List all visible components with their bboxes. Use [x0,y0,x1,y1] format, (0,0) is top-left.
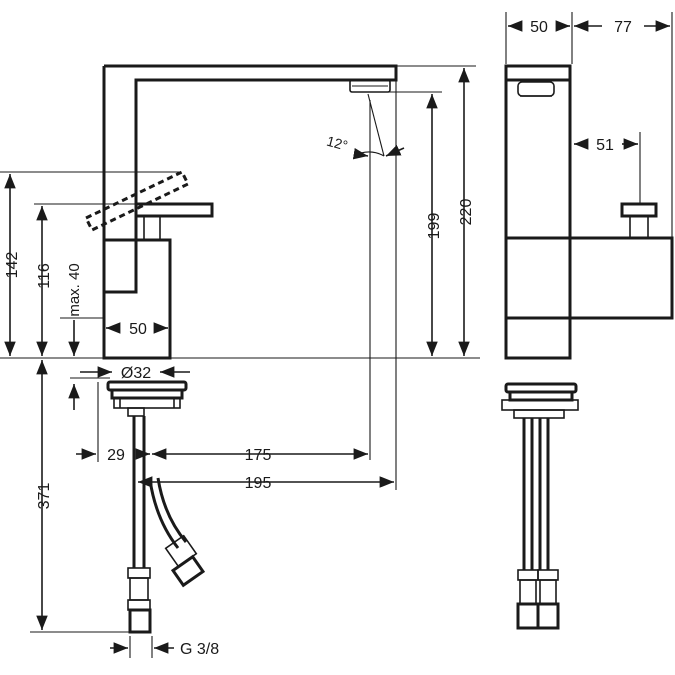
hose-straight [127,416,152,634]
label-body-depth: 50 [530,19,548,36]
label-spout-height: 199 [426,213,443,240]
label-lever-offset: 51 [596,137,614,154]
side-spout [504,64,572,360]
side-hoses [516,418,560,630]
spout [102,64,398,358]
label-hose-length: 371 [36,483,53,510]
label-lever-depth: 77 [614,19,632,36]
label-total-height: 220 [458,199,475,226]
side-view: 50 77 51 [501,12,674,630]
label-spout-reach-inner: 175 [245,447,272,464]
label-spout-angle: 12° [325,133,350,154]
label-shank-diameter: Ø32 [121,365,151,382]
label-spout-reach-total: 195 [245,475,272,492]
body [102,238,172,360]
base-plate [106,380,188,417]
label-connection-thread: G 3/8 [180,641,219,658]
lever-open-position [83,170,191,232]
side-lever-block [504,236,674,320]
label-max-depth: max. 40 [66,263,83,316]
label-lever-closed-height: 116 [36,263,53,289]
label-lever-height: 142 [4,252,21,279]
side-lever-knob [620,202,658,238]
hose-bent [148,477,206,588]
label-shank-offset: 29 [107,447,125,464]
side-base-plate [501,382,579,419]
front-view: 142 116 max. 40 50 Ø32 29 175 195 12° 19… [0,64,480,658]
lever [134,202,214,240]
label-body-width: 50 [129,321,147,338]
